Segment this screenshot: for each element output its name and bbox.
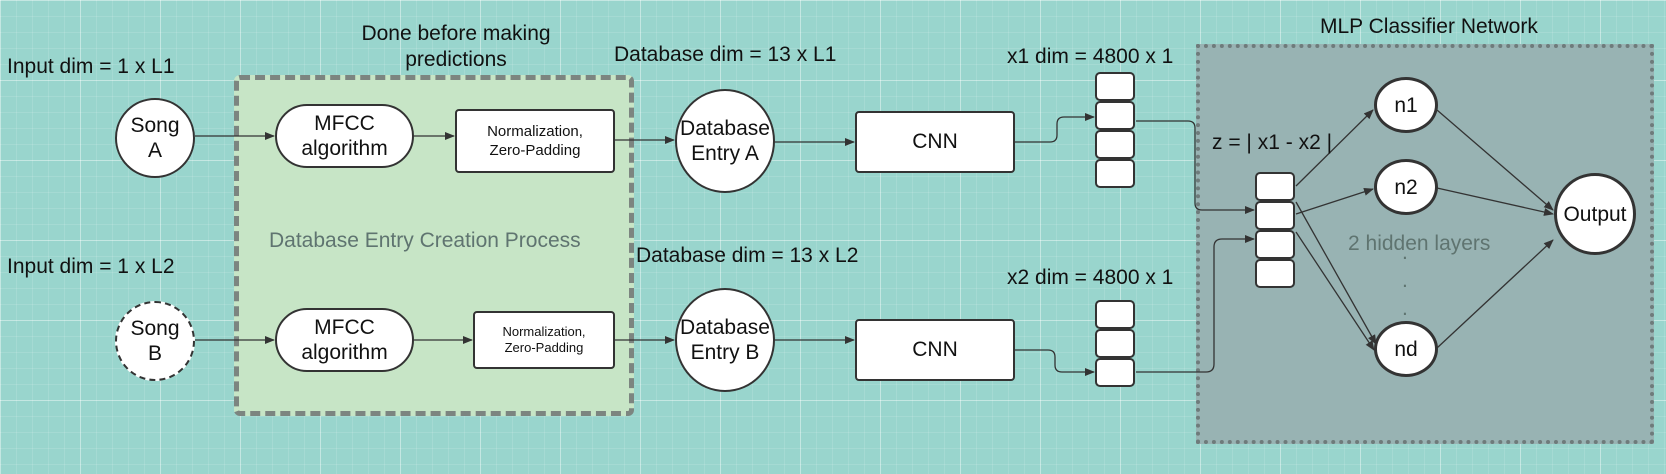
edge-nd-to-output [1436, 239, 1554, 349]
z-vector-cell [1255, 172, 1295, 201]
hidden-node-n2: n2 [1374, 159, 1438, 215]
edge-cnn-a-to-x1 [1015, 113, 1095, 143]
edge-z-to-nd-2 [1295, 231, 1375, 351]
edge-z-to-n1 [1295, 109, 1374, 187]
hidden-node-nd: nd [1374, 321, 1438, 377]
input-dim-a-label: Input dim = 1 x L1 [7, 55, 175, 78]
cnn-a-node: CNN [855, 111, 1015, 173]
db-entry-a-node: Database Entry A [675, 89, 775, 193]
ellipsis-dots: . . . [1402, 241, 1408, 320]
x1-vector-cell [1095, 72, 1135, 101]
hidden-layers-label: 2 hidden layers [1348, 232, 1491, 255]
done-before-label: Done before making predictions [361, 22, 551, 71]
x1-dim-label: x1 dim = 4800 x 1 [1007, 45, 1174, 68]
x2-vector-cell [1095, 358, 1135, 387]
edge-x2-to-z [1136, 235, 1255, 373]
edge-cnn-b-to-x2 [1015, 349, 1095, 376]
edge-z-to-n2 [1295, 187, 1374, 215]
x2-dim-label: x2 dim = 4800 x 1 [1007, 266, 1174, 289]
z-vector-cell [1255, 230, 1295, 259]
edge-x1-to-z [1136, 120, 1255, 214]
hidden-node-n1: n1 [1374, 77, 1438, 133]
edge-z-to-nd-1 [1295, 201, 1377, 345]
x1-vector-cell [1095, 101, 1135, 130]
norm-a-node: Normalization, Zero-Padding [455, 109, 615, 173]
mfcc-a-node: MFCC algorithm [275, 104, 414, 168]
output-node: Output [1554, 173, 1636, 255]
mlp-title: MLP Classifier Network [1320, 15, 1538, 38]
norm-b-node: Normalization, Zero-Padding [473, 311, 615, 369]
db-dim-b-label: Database dim = 13 x L2 [636, 244, 859, 267]
db-dim-a-label: Database dim = 13 x L1 [614, 43, 837, 66]
z-vector-cell [1255, 259, 1295, 288]
x2-vector-cell [1095, 329, 1135, 358]
z-vector-cell [1255, 201, 1295, 230]
z-formula-label: z = | x1 - x2 | [1212, 131, 1333, 154]
input-dim-b-label: Input dim = 1 x L2 [7, 255, 175, 278]
edge-n1-to-output [1436, 109, 1554, 211]
song-a-node: Song A [115, 98, 195, 178]
x2-vector-cell [1095, 300, 1135, 329]
db-process-label: Database Entry Creation Process [269, 229, 581, 252]
edge-n2-to-output [1436, 187, 1554, 216]
x1-vector-cell [1095, 130, 1135, 159]
db-entry-b-node: Database Entry B [675, 288, 775, 392]
cnn-b-node: CNN [855, 319, 1015, 381]
mfcc-b-node: MFCC algorithm [275, 308, 414, 372]
x1-vector-cell [1095, 159, 1135, 188]
song-b-node: Song B [115, 301, 195, 381]
